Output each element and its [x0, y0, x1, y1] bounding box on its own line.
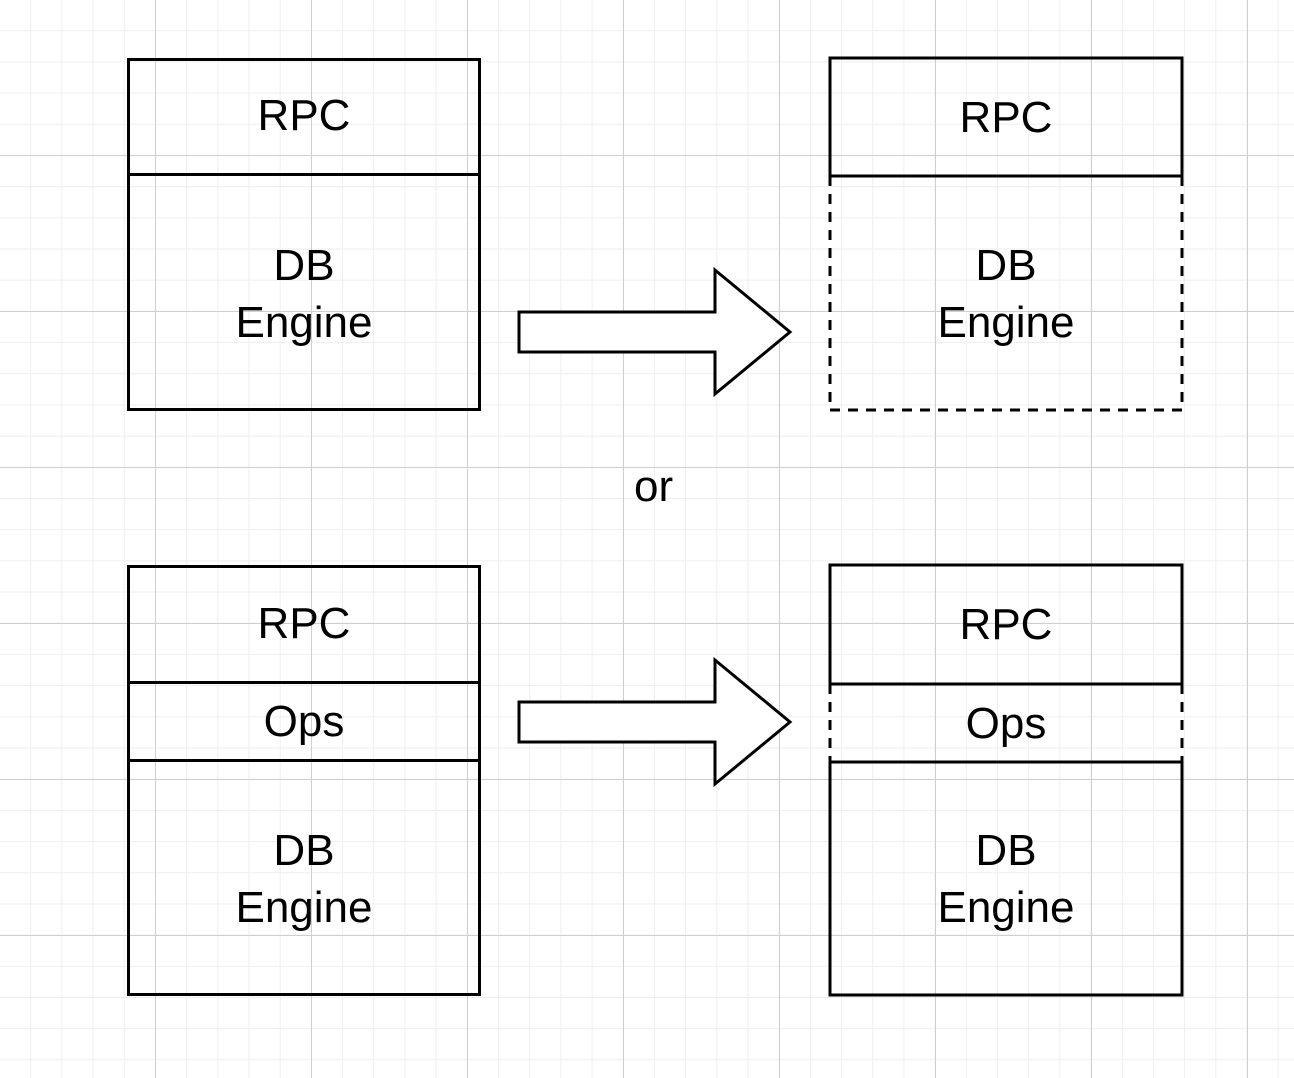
top-transform-arrow [517, 266, 793, 398]
top-right-stack-outline [828, 56, 1184, 412]
top-left-engine-label: DB Engine [235, 240, 373, 347]
bottom-left-rpc-label: RPC [257, 598, 351, 648]
top-right-rpc-label: RPC [959, 92, 1053, 142]
top-right-rpc-layer: RPC [829, 58, 1183, 176]
top-left-rpc-layer: RPC [127, 58, 481, 176]
bottom-right-rpc-layer: RPC [829, 565, 1183, 684]
top-right-engine-layer: DB Engine [829, 176, 1183, 411]
bottom-right-ops-layer: Ops [829, 684, 1183, 762]
bottom-right-rpc-label: RPC [959, 600, 1053, 649]
top-left-engine-layer: DB Engine [127, 176, 481, 411]
bottom-right-engine-label: DB Engine [937, 826, 1075, 932]
or-separator: or [634, 462, 674, 511]
bottom-left-engine-layer: DB Engine [127, 762, 481, 996]
bottom-left-ops-layer: Ops [127, 684, 481, 762]
bottom-right-stack-outline [828, 563, 1184, 997]
bottom-transform-arrow [517, 656, 793, 788]
bottom-left-engine-label: DB Engine [235, 826, 373, 932]
bottom-left-stack [127, 565, 481, 996]
bottom-left-rpc-layer: RPC [127, 565, 481, 684]
bottom-left-ops-label: Ops [263, 697, 345, 746]
top-right-engine-label: DB Engine [937, 240, 1075, 347]
top-left-rpc-label: RPC [257, 91, 351, 140]
bottom-right-engine-layer: DB Engine [829, 762, 1183, 996]
top-left-stack [127, 58, 481, 411]
bottom-right-ops-label: Ops [965, 698, 1047, 748]
